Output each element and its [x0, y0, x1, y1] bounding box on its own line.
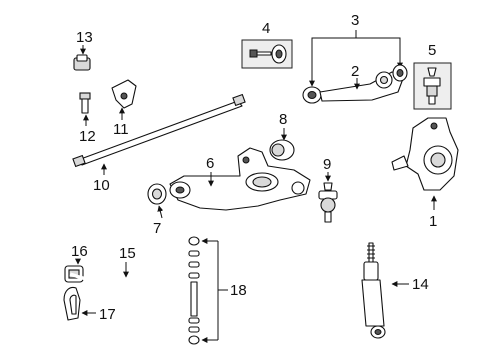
callout-2: 2	[351, 63, 359, 80]
callout-6: 6	[206, 155, 214, 172]
part-15-stabilizer-bar	[69, 254, 189, 286]
callout-17: 17	[99, 306, 116, 323]
callout-4: 4	[262, 20, 270, 37]
part-13-nut	[73, 54, 91, 71]
part-6-lower-arm	[169, 147, 311, 211]
part-5-ball-joint-kit	[413, 62, 452, 110]
part-12-bolt	[79, 92, 91, 114]
callout-7: 7	[153, 220, 161, 237]
callout-18: 18	[230, 282, 247, 299]
callout-15: 15	[119, 245, 136, 262]
callout-12: 12	[79, 128, 96, 145]
callout-8: 8	[279, 111, 287, 128]
part-4-kit	[241, 39, 293, 69]
part-2-upper-arm	[302, 64, 408, 104]
part-18-link-kit	[188, 236, 200, 345]
callout-3: 3	[351, 12, 359, 29]
part-9-ball-joint	[318, 182, 338, 223]
part-14-shock-absorber	[361, 242, 386, 339]
callout-16: 16	[71, 243, 88, 260]
callout-10: 10	[93, 177, 110, 194]
callout-11: 11	[113, 121, 129, 138]
part-17-clamp	[63, 286, 81, 321]
part-8-bushing	[269, 139, 295, 161]
callout-14: 14	[412, 276, 429, 293]
part-11-bracket	[111, 79, 137, 109]
callout-13: 13	[76, 29, 93, 46]
callout-9: 9	[323, 156, 331, 173]
part-10-rod	[72, 93, 246, 168]
part-7-bushing	[147, 183, 167, 205]
callout-5: 5	[428, 42, 436, 59]
part-1-knuckle	[391, 117, 459, 191]
callout-1: 1	[429, 213, 437, 230]
